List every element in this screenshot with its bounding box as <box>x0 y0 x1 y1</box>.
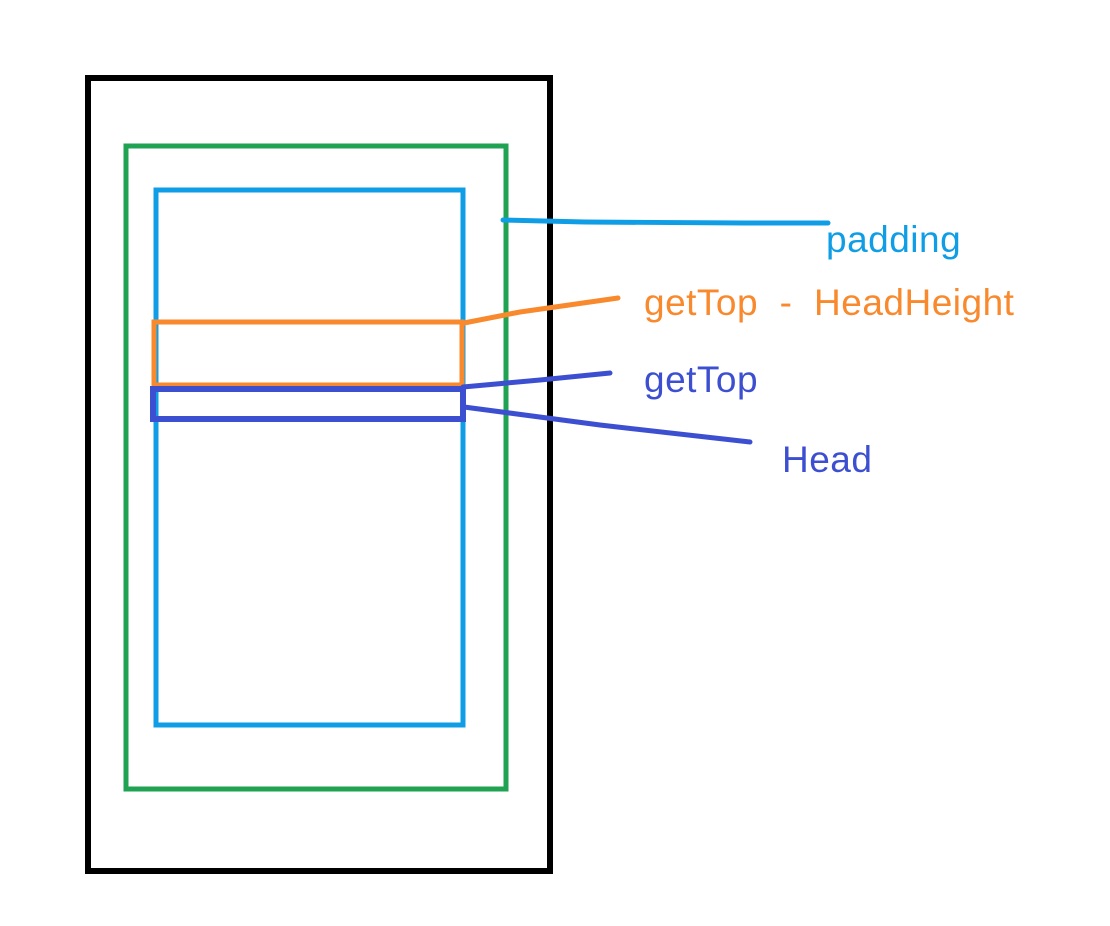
head-label: Head <box>782 439 872 480</box>
inner-content-box <box>153 187 466 728</box>
head-leader-line <box>461 404 753 445</box>
get-top-label: getTop <box>644 359 758 400</box>
get-top-leader-line <box>460 370 613 390</box>
head-bar-box <box>150 386 466 422</box>
offset-label: getTop - HeadHeight <box>644 282 1015 323</box>
offset-region-box <box>151 319 465 388</box>
padding-label: padding <box>826 219 961 260</box>
offset-leader-line <box>461 295 621 326</box>
middle-container-box <box>123 143 509 792</box>
outer-container-box <box>85 75 553 874</box>
padding-leader-line <box>500 217 831 226</box>
